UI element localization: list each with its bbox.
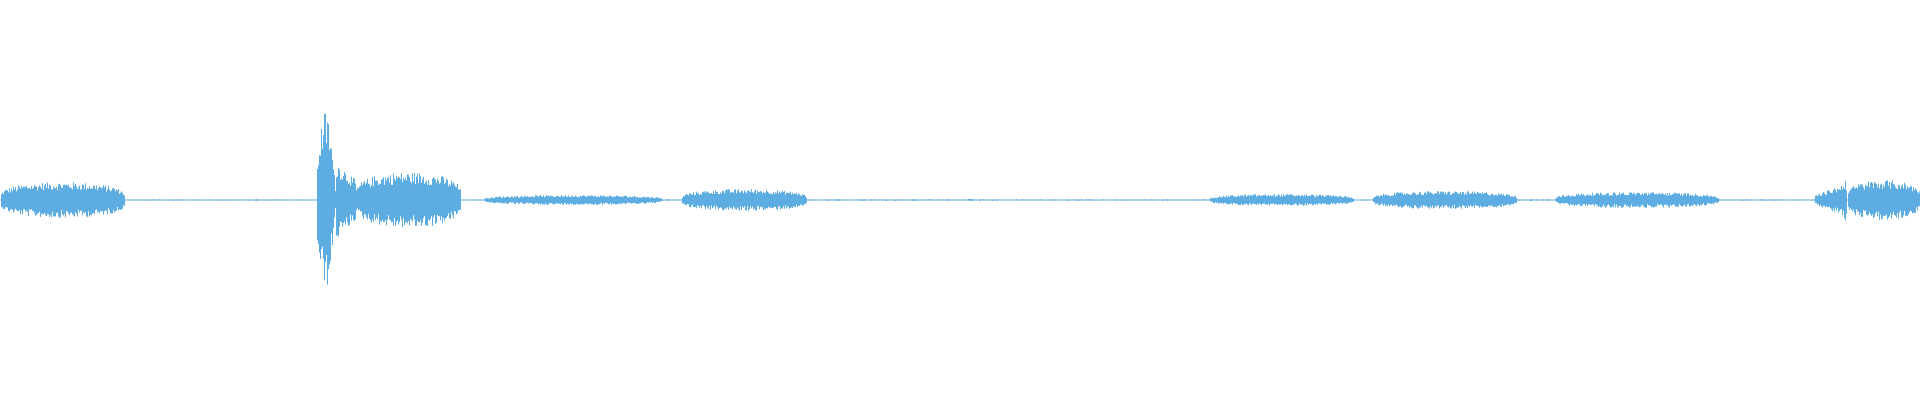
waveform-bars — [0, 113, 1920, 285]
